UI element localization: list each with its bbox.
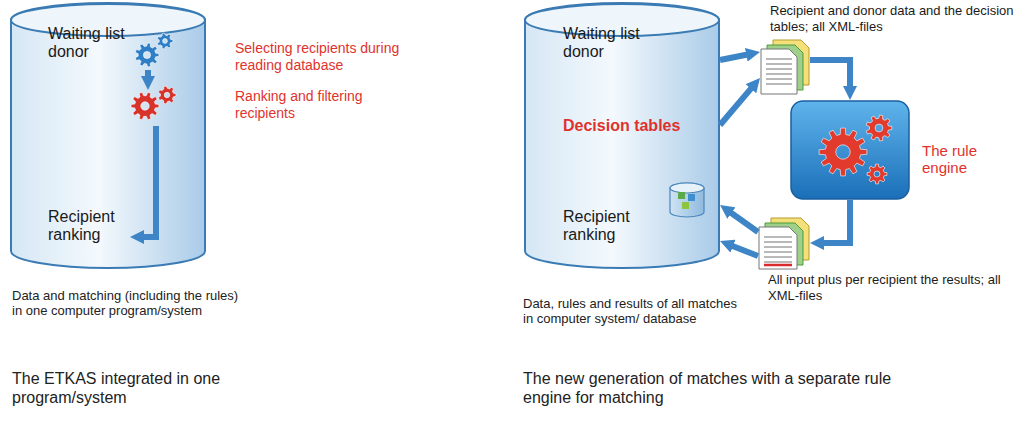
caption: Data and matching (including the rules) … xyxy=(12,288,240,319)
rule-engine-box: The rule engine xyxy=(790,100,910,200)
annotation: Ranking and filtering recipients xyxy=(235,88,385,121)
flow-arrow xyxy=(729,245,758,256)
caption: Data, rules and results of all matches i… xyxy=(523,296,738,327)
gear-icon xyxy=(135,43,159,67)
xml-file-stack-outline xyxy=(758,218,810,270)
gear-icon xyxy=(158,86,176,104)
xml-file-stack: All input plus per recipient the results… xyxy=(758,218,810,270)
gear-icon xyxy=(157,33,173,49)
gear-icon xyxy=(866,115,892,141)
flow-arrow xyxy=(140,126,156,237)
xml-file-stack: Recipient and donor data and the decisio… xyxy=(760,40,810,95)
gear-icons xyxy=(131,33,892,184)
node-text: Waiting list donor xyxy=(48,25,148,62)
annotation: Selecting recipients during reading data… xyxy=(235,40,420,73)
node-text: Waiting list donor xyxy=(563,25,663,62)
flow-arrow xyxy=(728,211,758,232)
node-text: Recipient ranking xyxy=(563,208,663,245)
database-cylinder-outline xyxy=(524,3,720,269)
database-cylinder-outline xyxy=(10,3,206,269)
node-text: Decision tables xyxy=(563,117,713,135)
database-cylinder: Waiting list donorRecipient ranking xyxy=(10,3,206,269)
node-text: Recipient ranking xyxy=(48,208,148,245)
flow-arrow xyxy=(720,54,750,60)
gear-icon xyxy=(819,128,867,176)
flow-arrow xyxy=(820,200,850,243)
gear-icon xyxy=(131,92,159,119)
flow-arrow xyxy=(145,70,151,80)
database-icon xyxy=(670,183,704,217)
flow-arrow xyxy=(720,86,754,125)
xml-file-stack-outline xyxy=(760,40,810,95)
rule-engine-box-outline xyxy=(790,100,910,200)
gear-icon xyxy=(867,164,887,184)
figure-title: The new generation of matches with a sep… xyxy=(523,370,893,408)
flow-arrow xyxy=(810,60,850,90)
node-text: The rule engine xyxy=(922,142,1004,177)
database-cylinder: Waiting list donorDecision tablesRecipie… xyxy=(524,3,720,269)
node-text: All input plus per recipient the results… xyxy=(768,272,1023,303)
node-text: Recipient and donor data and the decisio… xyxy=(770,3,1028,34)
figure-title: The ETKAS integrated in one program/syst… xyxy=(12,370,262,408)
